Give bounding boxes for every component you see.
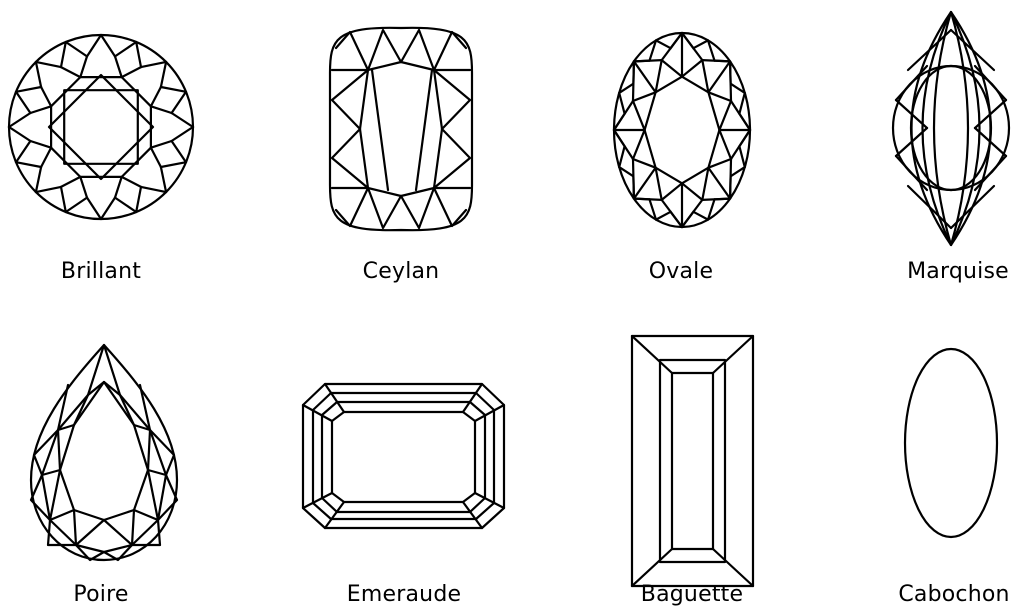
brillant-label: Brillant [61, 259, 141, 284]
ceylan-cut-drawing [330, 28, 472, 230]
cabochon-label: Cabochon [898, 582, 1009, 607]
baguette-cut-drawing [632, 336, 753, 586]
poire-cut-drawing [31, 345, 177, 560]
poire-label: Poire [73, 582, 128, 607]
cabochon-cut-drawing [905, 349, 997, 537]
ovale-label: Ovale [649, 259, 713, 284]
emeraude-cut-drawing [303, 384, 504, 528]
baguette-label: Baguette [641, 582, 743, 607]
emeraude-label: Emeraude [347, 582, 461, 607]
marquise-label: Marquise [907, 259, 1009, 284]
brillant-cut-drawing [9, 35, 193, 219]
ceylan-label: Ceylan [363, 259, 440, 284]
marquise-cut-drawing [893, 12, 1009, 245]
ovale-cut-drawing [614, 33, 750, 227]
